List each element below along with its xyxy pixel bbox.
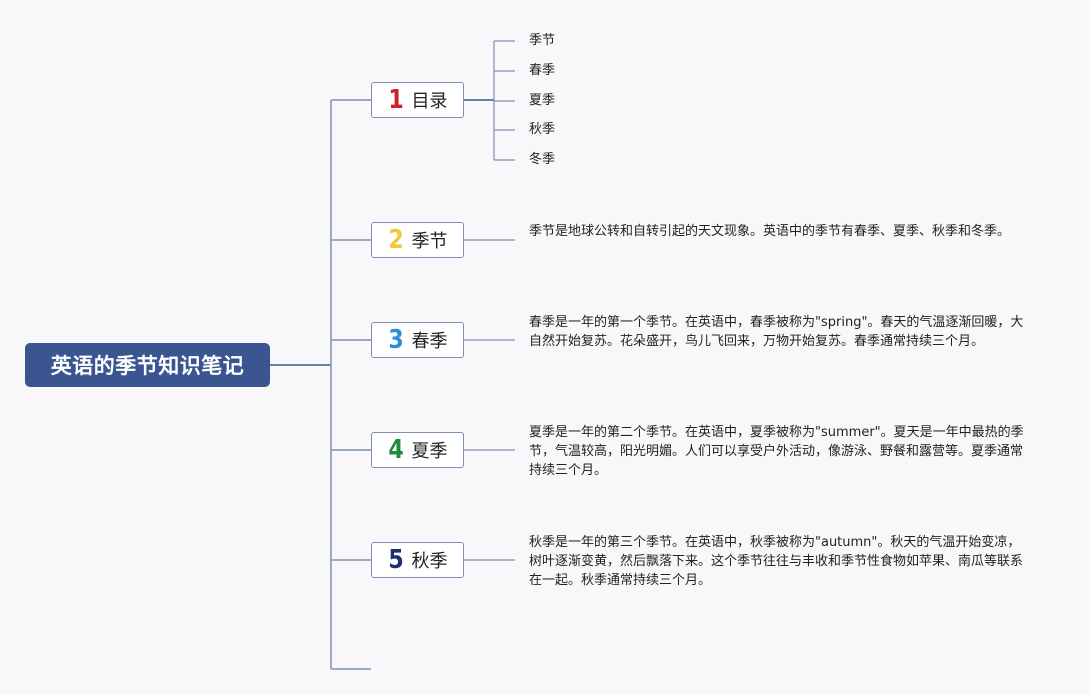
root-topic[interactable]: 英语的季节知识笔记: [25, 343, 270, 387]
root-title: 英语的季节知识笔记: [50, 354, 245, 378]
toc-item-winter[interactable]: 冬季: [529, 152, 556, 167]
toc-item-autumn[interactable]: 秋季: [529, 122, 556, 137]
summer-description: 夏季是一年的第二个季节。在英语中，夏季被称为"summer"。夏天是一年中最热的…: [529, 425, 1024, 478]
branch-toc[interactable]: 1 目录: [371, 82, 464, 118]
spring-description: 春季是一年的第一个季节。在英语中，春季被称为"spring"。春天的气温逐渐回暖…: [529, 315, 1024, 349]
branch-seasons[interactable]: 2 季节: [371, 222, 464, 258]
branch-number: 2: [388, 225, 405, 255]
branch-number: 5: [388, 545, 405, 575]
branch-spring[interactable]: 3 春季: [371, 322, 464, 358]
toc-item-seasons[interactable]: 季节: [529, 33, 556, 48]
branch-label: 季节: [411, 231, 448, 252]
branch-label: 春季: [411, 331, 448, 352]
seasons-description: 季节是地球公转和自转引起的天文现象。英语中的季节有春季、夏季、秋季和冬季。: [529, 224, 1011, 239]
branch-autumn[interactable]: 5 秋季: [371, 542, 464, 578]
branch-number: 4: [388, 435, 405, 465]
branch-number: 1: [388, 85, 405, 115]
toc-item-spring[interactable]: 春季: [529, 63, 556, 78]
branch-number: 3: [388, 325, 405, 355]
autumn-description: 秋季是一年的第三个季节。在英语中，秋季被称为"autumn"。秋天的气温开始变凉…: [529, 535, 1024, 588]
branch-label: 夏季: [411, 441, 448, 462]
branch-summer[interactable]: 4 夏季: [371, 432, 464, 468]
branch-label: 秋季: [411, 551, 448, 572]
toc-item-summer[interactable]: 夏季: [529, 93, 556, 108]
branch-label: 目录: [411, 91, 448, 112]
